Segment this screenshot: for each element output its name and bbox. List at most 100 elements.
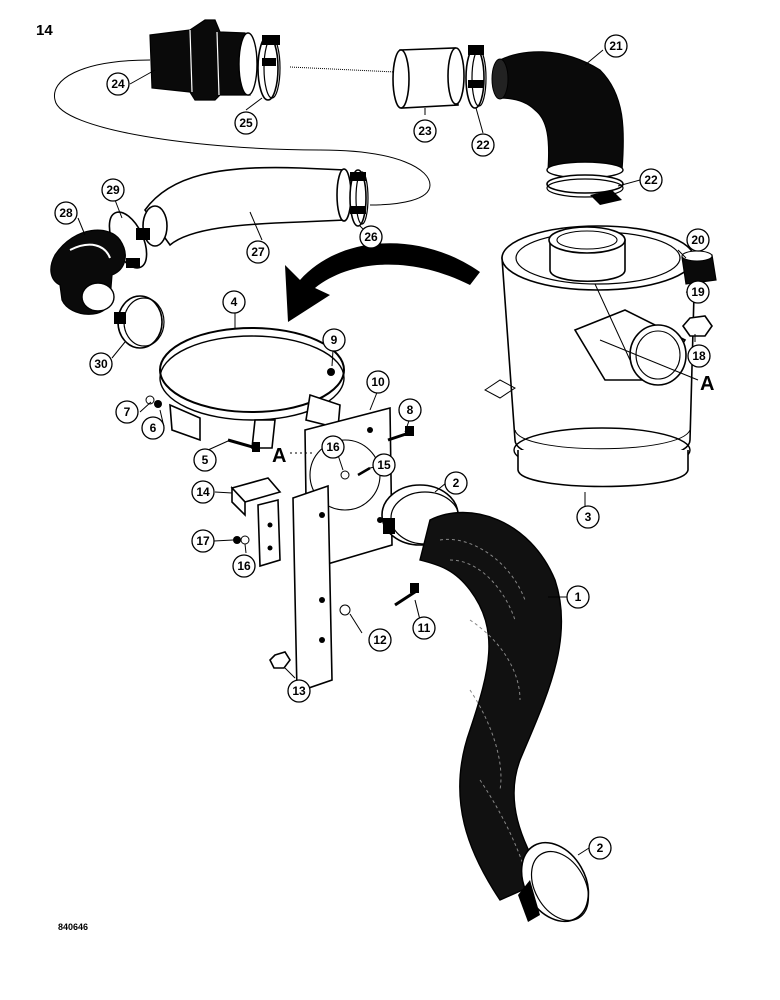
callout-26: 26 [359,225,383,249]
callout-28: 28 [54,201,78,225]
callout-number: 9 [331,333,338,347]
callout-number: 21 [609,39,623,53]
callout-number: 6 [150,421,157,435]
callout-23: 23 [413,119,437,143]
direction-arrow [285,243,480,322]
callout-number: 18 [692,349,706,363]
callout-12: 12 [368,628,392,652]
callout-14: 14 [191,480,215,504]
callout-number: 7 [124,405,131,419]
part-4-band [159,327,345,449]
part-7-nut [154,400,162,408]
callout-number: 22 [644,173,658,187]
reference-label-a-right: A [700,373,714,395]
callout-3: 3 [576,505,600,529]
part-21-elbow [491,51,624,179]
callout-number: 20 [691,233,705,247]
connector-line [53,59,431,206]
mounting-bracket [257,484,333,694]
part-16-washer [340,470,350,480]
callout-9: 9 [322,328,346,352]
callout-22: 22 [471,133,495,157]
callout-17: 17 [191,529,215,553]
callout-29: 29 [101,178,125,202]
callout-number: 2 [597,841,604,855]
part-30-clamp [114,295,165,349]
callout-number: 4 [231,295,238,309]
part-6-washer [145,395,155,405]
callout-13: 13 [287,679,311,703]
part-9-nut [327,368,335,376]
part-12-washer [339,604,351,616]
callout-number: 28 [59,206,73,220]
part-20-cap [681,250,717,285]
callout-number: 8 [407,403,414,417]
callout-number: 2 [453,476,460,490]
callout-16: 16 [232,554,256,578]
callout-number: 22 [476,138,490,152]
callout-number: 12 [373,633,387,647]
callout-21: 21 [604,34,628,58]
callout-4: 4 [222,290,246,314]
part-26-clamp [349,169,369,227]
callout-19: 19 [686,280,710,304]
part-22-clamp-lower [546,174,624,205]
callout-5: 5 [193,448,217,472]
callout-18: 18 [687,344,711,368]
callout-number: 16 [237,559,251,573]
callout-number: 16 [326,440,340,454]
drawing-code: 840646 [58,922,89,932]
callout-8: 8 [398,398,422,422]
reference-label-a-left: A [272,445,286,467]
part-2-clamp-lower [518,841,590,923]
callout-number: 26 [364,230,378,244]
callout-number: 13 [292,684,306,698]
part-5-bolt [227,438,260,452]
part-23-sleeve [392,47,465,109]
part-8-bolt [387,426,414,442]
part-3-air-cleaner [484,225,696,488]
callout-number: 23 [418,124,432,138]
callout-number: 10 [371,375,385,389]
part-16-washer-lower [240,535,250,545]
callout-11: 11 [412,616,436,640]
callout-number: 29 [106,183,120,197]
callout-1: 1 [566,585,590,609]
callout-7: 7 [115,400,139,424]
callout-6: 6 [141,416,165,440]
part-27-hose [142,166,352,247]
part-17-nut [233,536,241,544]
callout-number: 17 [196,534,210,548]
callout-number: 5 [202,453,209,467]
callout-number: 14 [196,485,210,499]
callout-15: 15 [372,453,396,477]
page-number: 14 [36,22,53,39]
callout-number: 11 [418,621,431,635]
callout-number: 30 [94,357,108,371]
callout-27: 27 [246,240,270,264]
part-1-flex-hose [419,511,563,901]
callout-22: 22 [639,168,663,192]
part-24-coupling [149,19,258,101]
callout-30: 30 [89,352,113,376]
callout-25: 25 [234,111,258,135]
callout-number: 3 [585,510,592,524]
part-28-elbow [50,229,126,315]
callout-2: 2 [444,471,468,495]
part-13-nut [269,651,291,669]
callout-number: 19 [691,285,705,299]
callout-number: 24 [111,77,125,91]
callout-2: 2 [588,836,612,860]
part-11-bolt [394,583,419,607]
part-25-clamp [257,35,281,101]
callout-24: 24 [106,72,130,96]
part-22-clamp-upper [465,45,487,109]
callout-10: 10 [366,370,390,394]
callout-number: 27 [251,245,265,259]
callout-16: 16 [321,435,345,459]
callout-20: 20 [686,228,710,252]
part-18-fitting [681,315,713,337]
part-14-spacer [230,477,282,517]
